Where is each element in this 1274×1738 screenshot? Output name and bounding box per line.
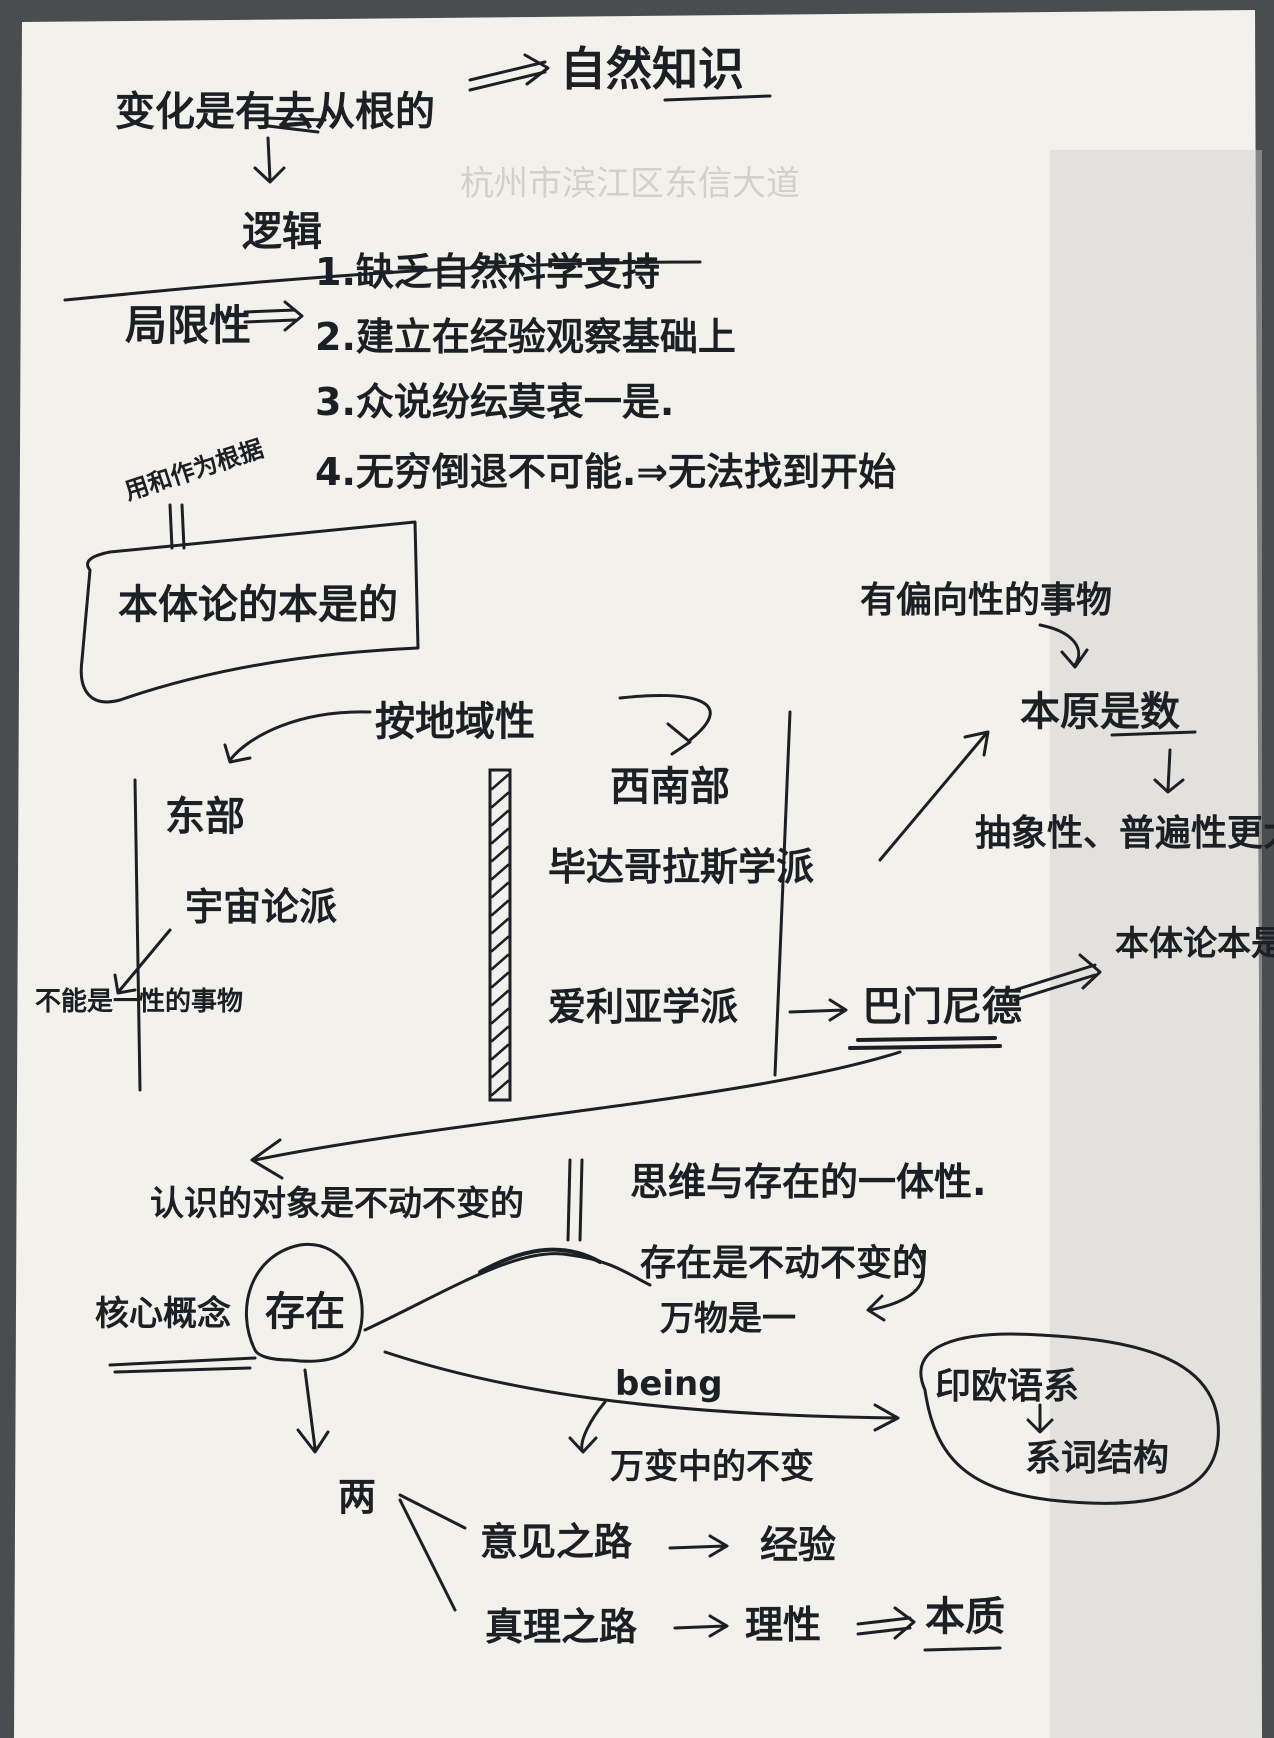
limits-item-4: 4.无穷倒退不可能.⇒无法找到开始 [315, 450, 896, 494]
side-note-link [168, 503, 186, 550]
cognition-label: 认识的对象是不动不变的 [150, 1184, 524, 1224]
limits-item-3: 3.众说纷纭莫衷一是. [315, 380, 674, 424]
core-concept-bubble [244, 1242, 364, 1363]
indo-arrow [1026, 1403, 1054, 1434]
east-note: 不能是一性的事物 [35, 986, 243, 1017]
word-structure: 系词结构 [1025, 1438, 1169, 1479]
bleed-through-text: 杭州市滨江区东信大道 [460, 164, 800, 204]
all-things: 万物是一 [660, 1299, 796, 1339]
essence-down-arrow [1153, 748, 1185, 794]
arrow-title [468, 53, 550, 92]
parmenides-arrow [1013, 953, 1102, 1002]
essence-number: 本原是数 [1020, 689, 1180, 735]
opinion-arrow [668, 1534, 729, 1558]
being-cn: 存在 [265, 1289, 345, 1335]
limits-item-1: 1.缺乏自然科学支持 [315, 250, 660, 294]
locality-arrow-left [223, 710, 372, 764]
essence-label: 本质 [925, 1594, 1005, 1640]
truth-arrow [673, 1614, 729, 1638]
divider-line [63, 260, 702, 302]
thinking-being: 思维与存在的一体性. [630, 1160, 986, 1204]
limits-item-2: 2.建立在经验观察基础上 [315, 315, 736, 359]
paths-branch [398, 1493, 467, 1612]
partial-things: 有偏向性的事物 [860, 580, 1112, 621]
being-en: being [615, 1364, 723, 1404]
paper-shadow [1050, 150, 1262, 1738]
reason-label: 理性 [745, 1603, 821, 1647]
underline-title-right [663, 94, 772, 102]
abstract-label: 抽象性、普遍性更大 [975, 813, 1274, 854]
east-bracket [133, 778, 142, 1092]
ionian-arrow [113, 928, 172, 995]
partial-things-arrow [1038, 623, 1089, 669]
limits-label: 局限性 [125, 301, 251, 350]
reason-arrow [856, 1606, 916, 1640]
west-label: 西南部 [610, 764, 730, 810]
east-label: 东部 [165, 794, 245, 840]
east-note-text: 不能是一性的事物 [35, 986, 243, 1017]
core-concept: 核心概念 [95, 1294, 231, 1334]
indo-european-bubble [919, 1332, 1220, 1505]
west-vertical-line [773, 710, 792, 1077]
being-long-arrow [383, 1350, 900, 1432]
indo-european: 印欧语系 [935, 1366, 1079, 1407]
essence-underline [1110, 730, 1197, 737]
being-arc [363, 1252, 652, 1332]
experience-label: 经验 [760, 1523, 836, 1567]
arrow-down-logic [253, 136, 286, 184]
path-opinion: 意见之路 [480, 1520, 633, 1564]
underline-root [263, 116, 327, 134]
ontology-box-text: 本体论的本是的 [118, 582, 398, 628]
being-static-arrow [866, 1243, 926, 1322]
arrow-limits [243, 300, 304, 332]
pythagoras-label: 毕达哥拉斯学派 [548, 845, 814, 889]
eleatic-label: 爱利亚学派 [548, 985, 738, 1029]
title-right: 自然知识 [560, 42, 744, 96]
locality-arrow-right [618, 693, 712, 756]
logic-label: 逻辑 [242, 209, 322, 255]
constant-label: 万变中的不变 [610, 1447, 814, 1487]
path-truth: 真理之路 [485, 1605, 638, 1649]
locality-label: 按地域性 [375, 699, 535, 745]
paths-label: 两 [338, 1475, 376, 1519]
hatched-divider [488, 768, 512, 1102]
abstract-text: 抽象性、普遍性更大 [975, 813, 1274, 854]
constant-arrow [568, 1400, 607, 1454]
down-arrow-paths [296, 1368, 330, 1454]
eleatic-arrow [788, 998, 848, 1022]
parmenides-underline [848, 1036, 1002, 1050]
essence-label-underline [923, 1646, 1002, 1652]
being-static: 存在是不动不变的 [640, 1242, 928, 1284]
ontology-box [79, 520, 420, 704]
paper-sheet [14, 10, 1262, 1738]
being-arc-hatch [478, 1247, 602, 1274]
cognition-link [566, 1158, 584, 1242]
long-arrow [250, 1050, 902, 1180]
hatching [490, 773, 510, 1097]
ionian-label: 宇宙论派 [185, 885, 337, 929]
core-underline [108, 1356, 257, 1374]
parmenides-label: 巴门尼德 [862, 984, 1022, 1030]
ontology-right: 本体论本是的 [1115, 924, 1274, 964]
pythagoras-arrow [878, 730, 990, 862]
